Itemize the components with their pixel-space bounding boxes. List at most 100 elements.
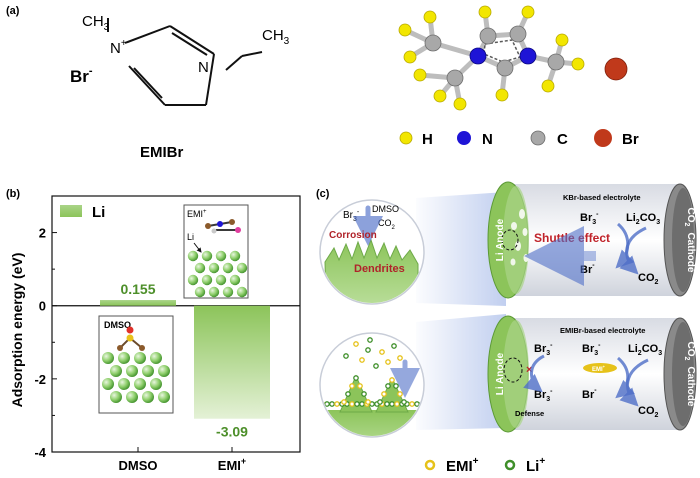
li-atom	[194, 262, 206, 274]
emibr-br3-right-label: Br3-	[582, 342, 601, 357]
li-atom	[126, 391, 138, 403]
shuttle-effect-label: Shuttle effect	[534, 231, 610, 245]
x-tick-label: EMI+	[218, 456, 246, 473]
li-atom	[194, 286, 206, 298]
kbr-anode-label: Li Anode	[495, 218, 506, 261]
zoom-dmso-label: DMSO	[372, 204, 399, 214]
li-atom	[158, 365, 170, 377]
emibr-electrolyte-label: EMIBr-based electrolyte	[560, 326, 645, 335]
li-atom	[208, 286, 220, 298]
li-atom	[208, 262, 220, 274]
li-ion	[401, 399, 407, 405]
panel-c: (c) Br3- DMSO CO2 Corrosion Dendrites KB…	[316, 181, 697, 475]
li-atom	[102, 352, 114, 364]
li-ion	[365, 347, 371, 353]
li-atom	[158, 391, 170, 403]
y-tick-label: -2	[34, 372, 46, 387]
methyl-label: CH3	[82, 13, 110, 33]
li-atom	[118, 352, 130, 364]
compound-name: EMIBr	[140, 144, 184, 161]
kbr-br3-label: Br3-	[580, 211, 599, 226]
li-ion	[414, 401, 420, 407]
legend-c-label: C	[557, 131, 568, 148]
legend-h-swatch	[399, 131, 413, 145]
emibr-cathode-label: CO2Cathode	[683, 342, 696, 407]
panel-b-label: (b)	[6, 188, 20, 200]
panel-b: (b) Adsorption energy (eV) 20-2-40.155DM…	[6, 188, 301, 473]
y-tick-label: 0	[39, 299, 46, 314]
legend-li-swatch	[60, 205, 82, 217]
legend-br-swatch	[594, 129, 612, 147]
li-atom	[229, 274, 241, 286]
bromide-label: Br-	[70, 65, 93, 86]
emi-ion	[334, 401, 340, 407]
bar-1	[194, 305, 270, 419]
legend-h-label: H	[422, 131, 433, 148]
li-atom	[201, 274, 213, 286]
emi-ion	[385, 359, 391, 365]
kbr-electrolyte-label: KBr-based electrolyte	[563, 193, 641, 202]
li-ion	[324, 401, 330, 407]
emi-ion	[359, 357, 365, 363]
plot-frame	[51, 195, 301, 453]
emi-ion	[381, 391, 387, 397]
emi-ion	[341, 399, 347, 405]
x-tick-label: DMSO	[119, 458, 158, 473]
li-ion	[377, 399, 383, 405]
bar-value-label: 0.155	[120, 281, 155, 297]
li-atom	[150, 378, 162, 390]
li-atom	[222, 262, 234, 274]
legend-li-ion-label: Li+	[526, 456, 545, 475]
emi-ion	[365, 399, 371, 405]
li-atom	[215, 274, 227, 286]
panel-c-label: (c)	[316, 188, 330, 200]
li-ion	[385, 383, 391, 389]
li-atom	[201, 250, 213, 262]
li-ion	[361, 391, 367, 397]
li-atom	[236, 286, 248, 298]
emi-tag-label: EMI+	[592, 364, 606, 373]
li-atom	[187, 250, 199, 262]
ion-legend: EMI+ Li+	[424, 456, 545, 475]
dendrites-label: Dendrites	[354, 263, 405, 275]
li-ion	[393, 383, 399, 389]
emibr-br-minus-label: Br-	[582, 387, 597, 401]
emibr-cell: EMIBr-based electrolyte Li Anode CO2Cath…	[319, 314, 697, 438]
legend-c-swatch	[530, 130, 546, 146]
ball-stick-model	[398, 5, 628, 111]
emibr-li2co3-label: Li2CO3	[628, 343, 662, 357]
emi-inset-label: EMI+	[187, 209, 207, 219]
li-atom	[236, 262, 248, 274]
li-ion	[391, 343, 397, 349]
emi-inset: EMI+ Li	[183, 204, 249, 299]
li-atom	[126, 365, 138, 377]
li-ion	[343, 353, 349, 359]
li-ion	[367, 337, 373, 343]
li-atom	[215, 250, 227, 262]
kbr-cell: Br3- DMSO CO2 Corrosion Dendrites KBr-ba…	[319, 181, 697, 306]
bar-value-label: -3.09	[216, 424, 248, 440]
emi-ion	[409, 401, 415, 407]
dmso-inset: DMSO	[98, 315, 174, 414]
li-atom	[229, 250, 241, 262]
li-ion	[359, 401, 365, 407]
emi-ion	[349, 401, 355, 407]
n-plus-label: N+	[110, 38, 127, 57]
li-ion	[354, 401, 360, 407]
li-atom	[142, 391, 154, 403]
legend-li-ion-swatch	[504, 459, 516, 471]
corrosion-label: Corrosion	[329, 230, 377, 241]
li-atom	[110, 365, 122, 377]
li-ion	[384, 401, 390, 407]
atom-legend: H N C Br	[399, 129, 639, 148]
legend-li-label: Li	[92, 204, 105, 221]
emi-ion	[397, 391, 403, 397]
emi-ion	[357, 383, 363, 389]
li-atom	[222, 286, 234, 298]
li-atom	[110, 391, 122, 403]
li-ion	[353, 375, 359, 381]
li-atom	[134, 352, 146, 364]
emi-ion	[394, 401, 400, 407]
